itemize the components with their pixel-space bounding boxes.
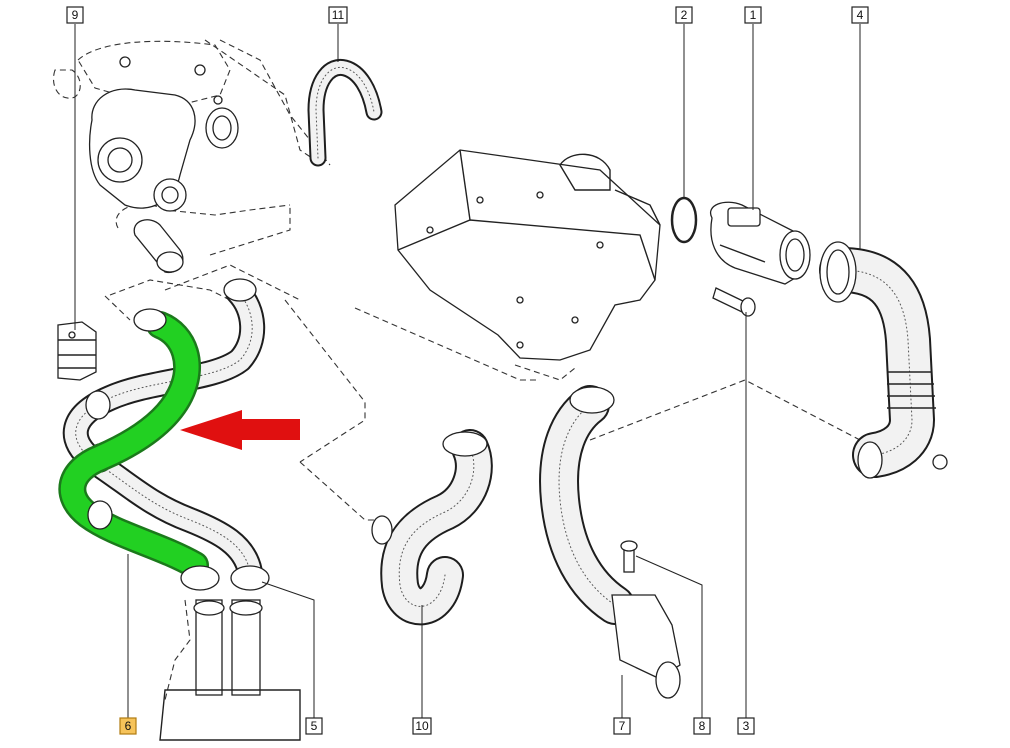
callout-11-label: 11 xyxy=(332,8,345,22)
callout-3: 3 xyxy=(737,717,755,735)
callout-1: 1 xyxy=(744,6,762,24)
part-4-air-intake-hose xyxy=(819,241,948,479)
part-9-clip xyxy=(57,321,97,381)
callout-6: 6 xyxy=(119,717,137,735)
intake-manifold-pipes xyxy=(159,599,301,741)
callout-4: 4 xyxy=(851,6,869,24)
callout-5-label: 5 xyxy=(311,719,318,733)
callout-2: 2 xyxy=(675,6,693,24)
callout-7: 7 xyxy=(613,717,631,735)
part-7-hose xyxy=(539,385,681,699)
part-11-small-hose xyxy=(307,58,383,167)
part-3-bolt xyxy=(712,287,756,317)
callout-8: 8 xyxy=(693,717,711,735)
callout-11: 11 xyxy=(328,6,348,24)
callout-9-label: 9 xyxy=(72,8,79,22)
callout-1-label: 1 xyxy=(750,8,757,22)
callout-6-label: 6 xyxy=(125,719,132,733)
callout-3-label: 3 xyxy=(743,719,750,733)
callout-4-label: 4 xyxy=(857,8,864,22)
intercooler-housing xyxy=(394,149,661,361)
part-10-hose xyxy=(371,429,493,626)
leader-lines xyxy=(74,24,861,718)
callout-10: 10 xyxy=(412,717,432,735)
part-8-bolt xyxy=(620,540,638,573)
callout-9: 9 xyxy=(66,6,84,24)
callout-8-label: 8 xyxy=(699,719,706,733)
callout-2-label: 2 xyxy=(681,8,688,22)
callout-7-label: 7 xyxy=(619,719,626,733)
callout-5: 5 xyxy=(305,717,323,735)
callout-10-label: 10 xyxy=(415,719,429,733)
part-5-hose xyxy=(62,278,270,591)
part-1-airflow-meter xyxy=(709,201,811,285)
red-pointer-arrow-icon xyxy=(180,410,300,450)
part-6-highlighted-hose xyxy=(58,308,220,591)
engine-ghost-outline xyxy=(53,39,861,701)
turbocharger xyxy=(88,56,239,274)
part-2-o-ring xyxy=(670,196,698,244)
